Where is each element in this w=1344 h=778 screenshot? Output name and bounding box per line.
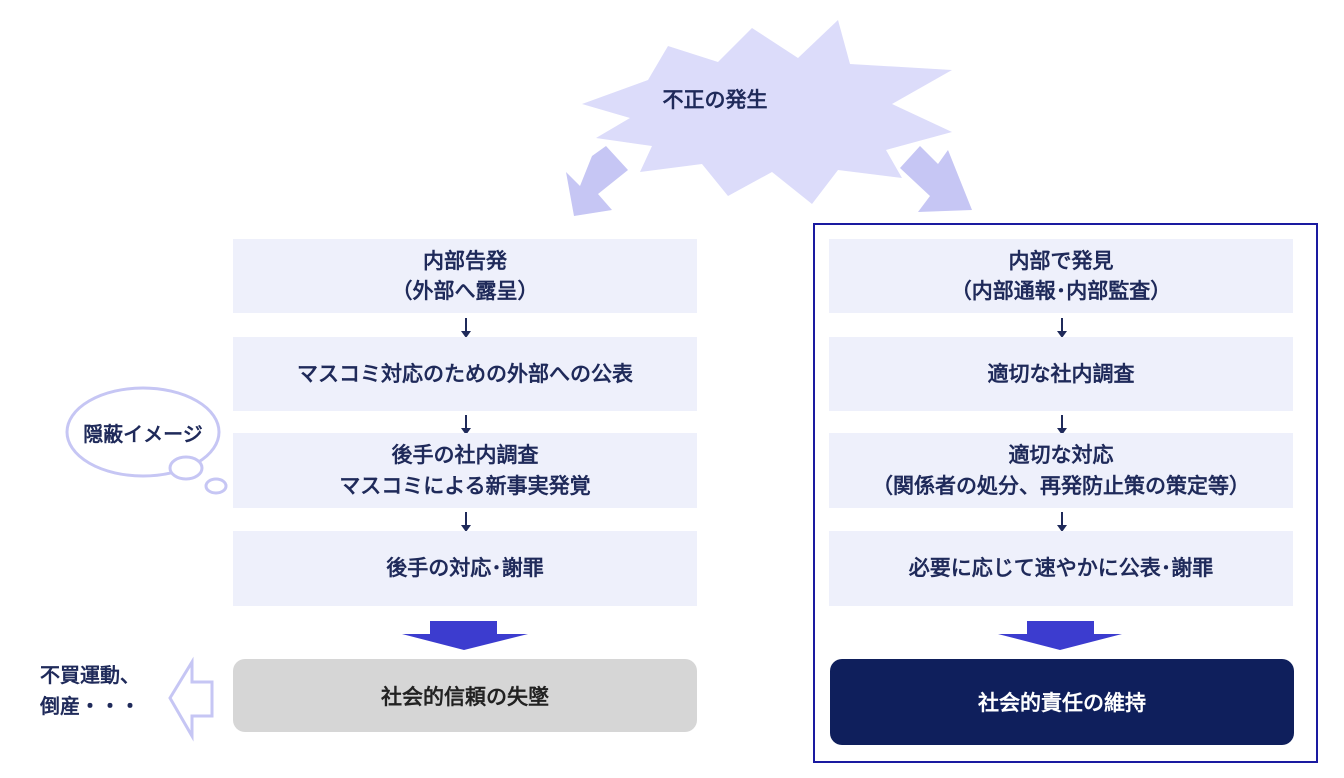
right-frame: [813, 223, 1318, 763]
left-step-1-line1: 内部告発: [423, 248, 507, 273]
right-step-4-line1: 必要に応じて速やかに公表･謝罪: [908, 556, 1214, 581]
block-arrow-left: [402, 621, 528, 650]
consequence-line1: 不買運動、: [40, 663, 140, 687]
right-step-1-line2: （内部通報･内部監査）: [950, 279, 1172, 303]
right-step-1-line1: 内部で発見: [1008, 248, 1114, 273]
arrow-down-left: [566, 146, 628, 216]
burst-label: 不正の発生: [662, 88, 768, 112]
hollow-arrow-left: [168, 656, 214, 742]
arrow-down-right: [900, 146, 972, 212]
burst-shape: [582, 20, 952, 204]
consequence-line2: 倒産・・・: [40, 694, 140, 718]
right-step-4: 必要に応じて速やかに公表･謝罪: [829, 531, 1293, 606]
thought-bubble: [65, 386, 228, 495]
left-step-3-line1: 後手の社内調査: [391, 443, 539, 468]
left-step-2-line1: マスコミ対応のための外部への公表: [297, 361, 633, 386]
right-step-3-line2: （関係者の処分、再発防止策の策定等）: [872, 473, 1250, 498]
right-connector-3: [1057, 512, 1067, 532]
left-connector-2: [461, 415, 471, 435]
left-step-2: マスコミ対応のための外部への公表: [233, 337, 697, 411]
right-step-2: 適切な社内調査: [829, 337, 1293, 411]
thought-label: 隠蔽イメージ: [83, 422, 203, 446]
left-connector-1: [461, 318, 471, 338]
right-step-2-line1: 適切な社内調査: [987, 361, 1135, 386]
left-outcome: 社会的信頼の失墜: [233, 659, 697, 732]
left-step-1-line2: （外部へ露呈）: [391, 279, 539, 303]
right-connector-2: [1057, 415, 1067, 435]
right-outcome: 社会的責任の維持: [830, 659, 1294, 745]
left-step-4-line1: 後手の対応･謝罪: [386, 556, 544, 581]
block-arrow-right: [998, 621, 1122, 650]
right-connector-1: [1057, 318, 1067, 338]
left-step-4: 後手の対応･謝罪: [233, 531, 697, 606]
left-step-3-line2: マスコミによる新事実発覚: [339, 473, 591, 498]
left-connector-3: [461, 512, 471, 532]
left-step-3: 後手の社内調査 マスコミによる新事実発覚: [233, 433, 697, 508]
consequence-text: 不買運動、 倒産・・・: [20, 660, 160, 722]
left-step-1: 内部告発 （外部へ露呈）: [233, 239, 697, 313]
right-step-1: 内部で発見 （内部通報･内部監査）: [829, 239, 1293, 313]
right-step-3: 適切な対応 （関係者の処分、再発防止策の策定等）: [829, 433, 1293, 508]
right-step-3-line1: 適切な対応: [1008, 443, 1114, 468]
